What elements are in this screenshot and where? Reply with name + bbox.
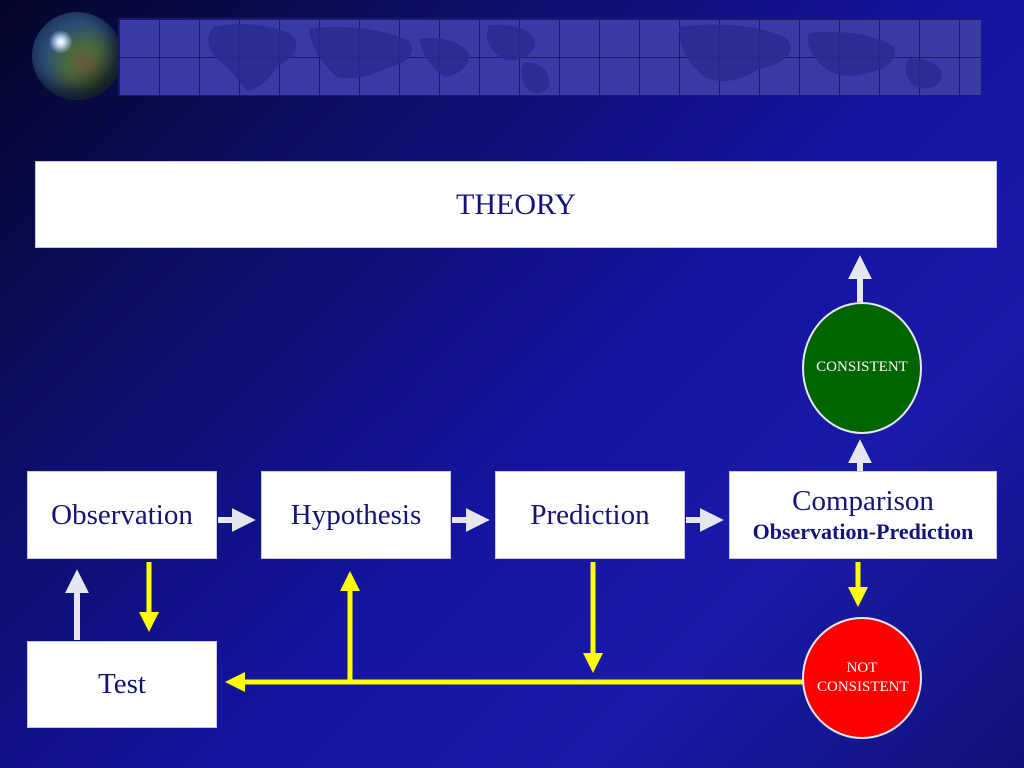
prediction-label: Prediction — [530, 498, 650, 531]
hypothesis-label: Hypothesis — [290, 498, 422, 531]
comparison-sublabel: Observation-Prediction — [752, 519, 974, 545]
observation-box: Observation — [27, 471, 217, 559]
test-label: Test — [98, 668, 146, 701]
theory-box: THEORY — [35, 161, 997, 248]
globe-logo — [32, 12, 122, 100]
consistent-label: CONSISTENT — [816, 359, 908, 376]
hypothesis-box: Hypothesis — [261, 471, 451, 559]
prediction-box: Prediction — [495, 471, 685, 559]
world-map-silhouette — [208, 24, 942, 93]
comparison-label: Comparison — [792, 484, 934, 517]
theory-label: THEORY — [456, 187, 576, 221]
consistent-circle: CONSISTENT — [802, 302, 922, 434]
world-map-banner — [118, 18, 982, 96]
comparison-box: Comparison Observation-Prediction — [729, 471, 997, 559]
not-consistent-label: NOT CONSISTENT — [817, 659, 909, 696]
test-box: Test — [27, 641, 217, 728]
not-consistent-circle: NOT CONSISTENT — [802, 617, 922, 739]
observation-label: Observation — [51, 498, 193, 531]
